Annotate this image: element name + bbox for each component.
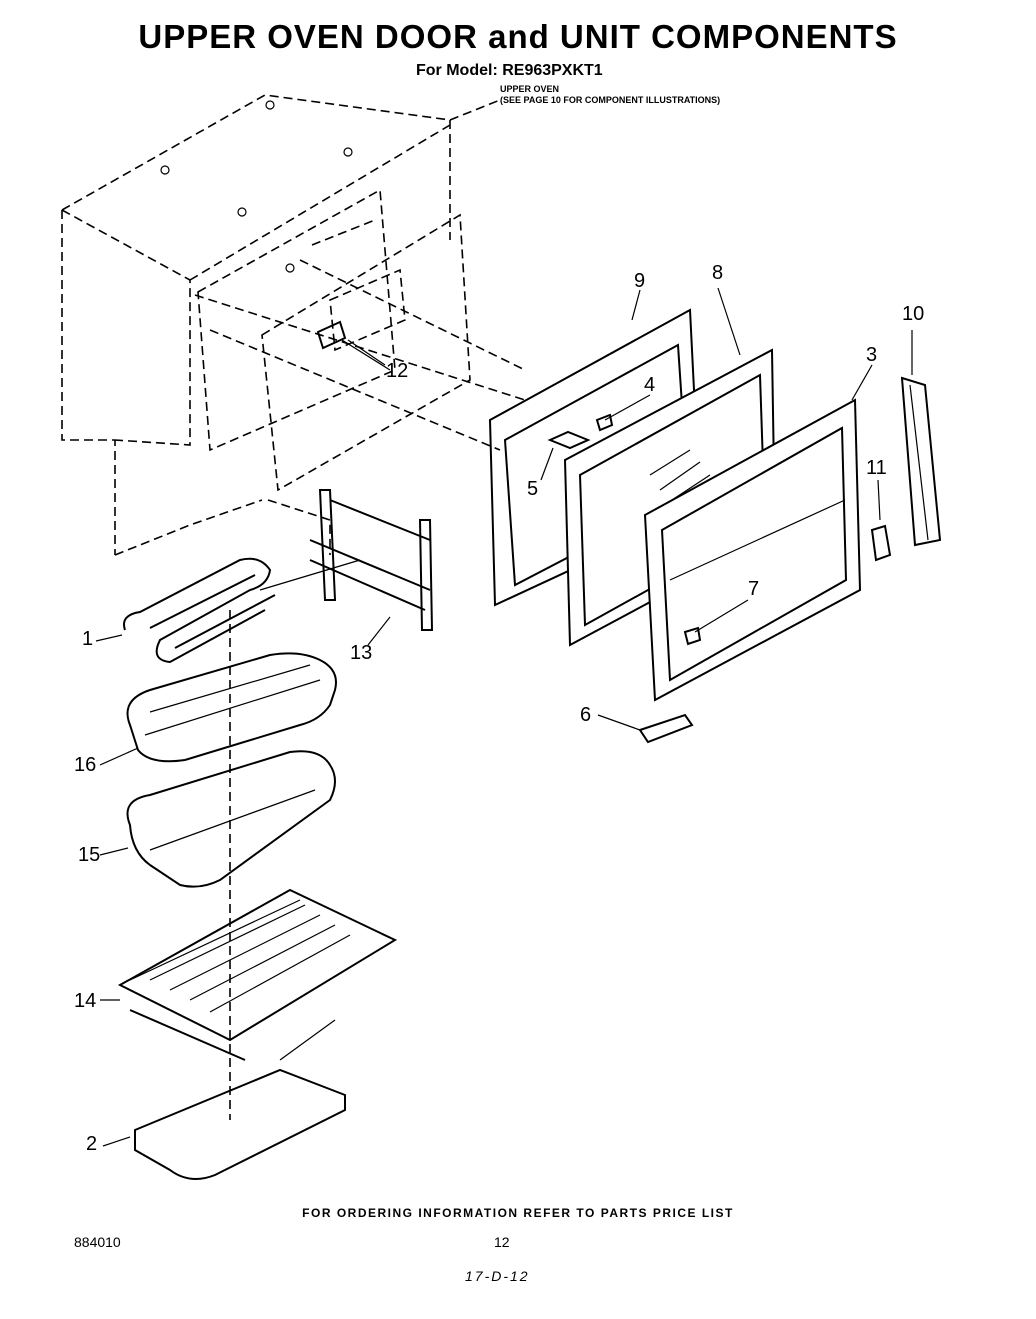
- callout-16: 16: [74, 754, 97, 776]
- callout-6: 6: [580, 704, 592, 726]
- parts-4-5-hinges: [547, 413, 614, 450]
- document-number: 884010: [74, 1234, 121, 1250]
- callout-12: 12: [386, 360, 409, 382]
- page-title: UPPER OVEN DOOR and UNIT COMPONENTS: [138, 18, 898, 55]
- part-7-clip: [683, 626, 702, 646]
- callout-10: 10: [902, 303, 925, 325]
- part-16-broiler-grid: [126, 652, 337, 763]
- callout-3: 3: [866, 344, 878, 366]
- part-10-side-trim: [900, 376, 942, 547]
- callout-2: 2: [86, 1133, 98, 1155]
- callout-1: 1: [82, 628, 94, 650]
- part-11-latch: [870, 524, 892, 562]
- upper-oven-cavity: [61, 94, 526, 556]
- callout-15: 15: [78, 844, 101, 866]
- callout-11: 11: [866, 457, 887, 479]
- callout-7: 7: [748, 578, 760, 600]
- model-label: For Model: RE963PXKT1: [416, 62, 603, 79]
- part-12-bracket: [316, 320, 386, 366]
- callout-9: 9: [634, 270, 646, 292]
- upper-oven-note: UPPER OVEN: [500, 84, 560, 94]
- part-3-outer-door-frame: [643, 398, 862, 702]
- part-14-oven-rack: [117, 888, 398, 1061]
- callout-14: 14: [74, 990, 97, 1012]
- part-1-broil-element: [123, 557, 361, 664]
- callout-4: 4: [644, 374, 656, 396]
- component-reference-note: (SEE PAGE 10 FOR COMPONENT ILLUSTRATIONS…: [500, 95, 721, 105]
- ordering-info-text: FOR ORDERING INFORMATION REFER TO PARTS …: [302, 1206, 734, 1220]
- handwritten-code: 17-D-12: [465, 1268, 530, 1284]
- part-13-bracket: [309, 489, 434, 631]
- callout-5: 5: [527, 478, 539, 500]
- part-15-broiler-pan: [126, 750, 336, 888]
- part-2-bake-element: [134, 1019, 346, 1180]
- leader-lines: [95, 287, 913, 1147]
- callout-13: 13: [350, 642, 373, 664]
- part-6-bracket: [638, 713, 694, 744]
- callout-8: 8: [712, 262, 724, 284]
- page-number: 12: [494, 1234, 510, 1250]
